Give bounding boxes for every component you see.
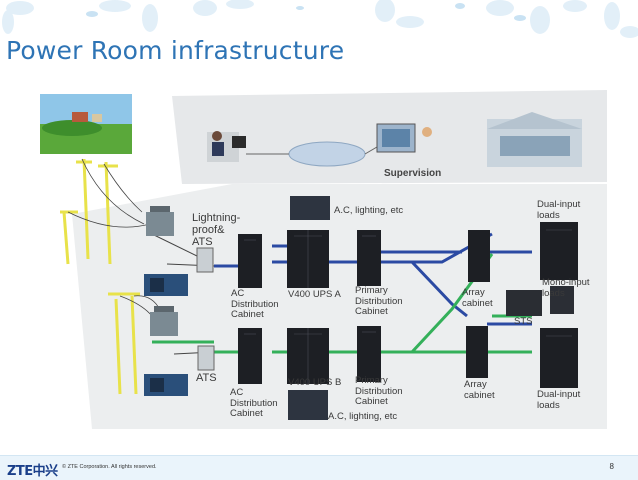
dual-input-rack-top bbox=[540, 222, 578, 280]
page-title: Power Room infrastructure bbox=[6, 36, 345, 65]
zte-logo: ZTE中兴 bbox=[7, 464, 58, 479]
network-cloud bbox=[288, 141, 366, 167]
ats-top-box bbox=[196, 247, 214, 273]
label-lightning-ats: Lightning- proof& ATS bbox=[192, 212, 241, 248]
ac-lighting-unit-bottom bbox=[288, 390, 328, 420]
primary-dist-cabinet-a bbox=[357, 230, 381, 286]
supervision-monitor bbox=[376, 123, 432, 153]
label-ups-b: V400 UPS B bbox=[288, 377, 342, 388]
datacenter-room-picture bbox=[487, 112, 582, 167]
transformer-bottom bbox=[150, 306, 178, 336]
power-room-diagram: Supervision Lightning- proof& ATS ATS A.… bbox=[32, 84, 607, 429]
label-supervision: Supervision bbox=[384, 168, 442, 179]
power-poles bbox=[60, 158, 140, 395]
label-ac-dist-b: AC Distribution Cabinet bbox=[230, 387, 278, 419]
landscape-picture bbox=[40, 94, 132, 154]
array-cabinet-a bbox=[468, 230, 490, 282]
label-array-cabinet-a: Array cabinet bbox=[462, 287, 493, 309]
label-ac-lighting-bottom: A.C, lighting, etc bbox=[328, 411, 398, 422]
supervision-operator bbox=[207, 131, 246, 162]
copyright-text: © ZTE Corporation. All rights reserved. bbox=[62, 464, 157, 470]
generator-top bbox=[144, 274, 188, 296]
label-sts: STS bbox=[514, 316, 533, 327]
transformer-top bbox=[146, 206, 174, 236]
label-ats: ATS bbox=[196, 372, 217, 384]
label-array-cabinet-b: Array cabinet bbox=[464, 379, 495, 401]
generator-bottom bbox=[144, 374, 188, 396]
label-primary-dist-a: Primary Distribution Cabinet bbox=[355, 285, 403, 317]
label-ups-a: V400 UPS A bbox=[288, 289, 341, 300]
label-ac-dist-a: AC Distribution Cabinet bbox=[231, 288, 279, 320]
header-decoration bbox=[2, 0, 638, 38]
label-dual-input-top: Dual-input loads bbox=[537, 199, 581, 221]
label-mono-input: Mono-input loads bbox=[542, 277, 590, 299]
label-primary-dist-b: Primary Distribution Cabinet bbox=[355, 375, 403, 407]
primary-dist-cabinet-b bbox=[357, 326, 381, 382]
array-cabinet-b bbox=[466, 326, 488, 378]
ac-lighting-unit-top bbox=[290, 196, 330, 220]
ac-dist-cabinet-b bbox=[238, 328, 262, 384]
label-ac-lighting-top: A.C, lighting, etc bbox=[334, 205, 404, 216]
footer: ZTE中兴 © ZTE Corporation. All rights rese… bbox=[0, 455, 638, 480]
sts-unit bbox=[506, 290, 542, 316]
ats-bottom-box bbox=[197, 345, 215, 371]
page-number: 8 bbox=[609, 462, 614, 471]
label-dual-input-bottom: Dual-input loads bbox=[537, 389, 581, 411]
ac-dist-cabinet-a bbox=[238, 234, 262, 288]
diagram-graphics bbox=[32, 84, 607, 429]
mono-input-rack bbox=[550, 286, 574, 314]
dual-input-rack-bottom bbox=[540, 328, 578, 388]
